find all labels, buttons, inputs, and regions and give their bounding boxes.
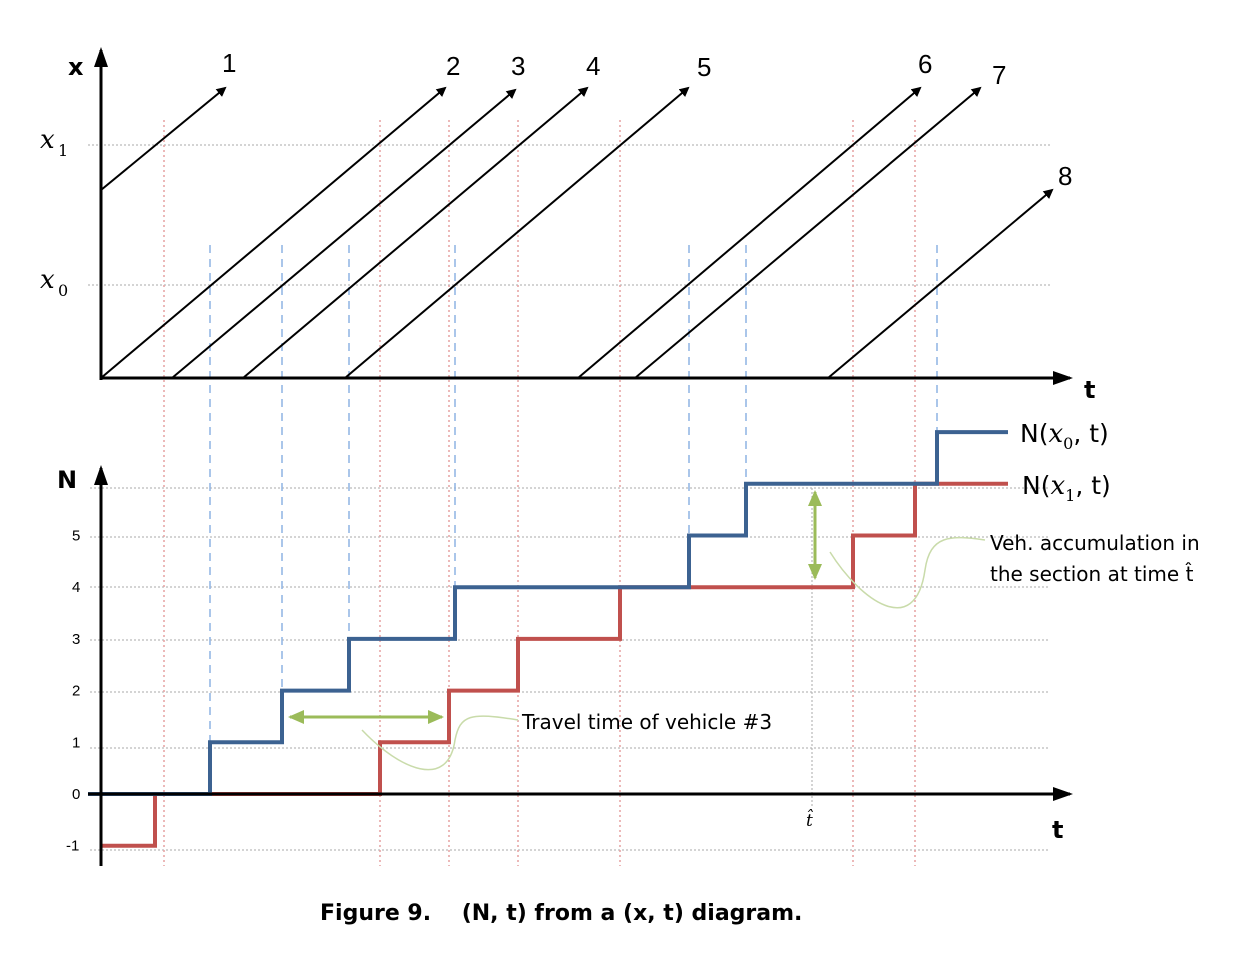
vehicle-trajectory [577, 86, 922, 379]
vehicle-trajectory [634, 86, 982, 379]
accumulation-annotation-line1: Veh. accumulation in [990, 531, 1200, 555]
x-axis-label: x [68, 53, 84, 81]
vehicle-trajectory [242, 86, 589, 379]
vehicle-trajectory [100, 86, 447, 379]
level-x0-label: x 0 [40, 265, 68, 300]
curve-n-x0 [88, 430, 1008, 796]
level-x1-label: x 1 [40, 125, 68, 160]
n-tick-label: 5 [72, 528, 80, 545]
vehicle-trajectory [344, 86, 690, 379]
vehicle-label: 5 [697, 52, 711, 82]
n-tick-label: 4 [72, 579, 80, 596]
svg-text:0: 0 [58, 281, 68, 300]
vehicle-labels: 1 2 3 4 5 6 7 8 [222, 48, 1072, 191]
accumulation-callout [829, 536, 986, 609]
svg-text:x: x [40, 265, 55, 295]
vehicle-trajectory [100, 86, 227, 191]
accumulation-annotation-line2: the section at time t̂ [990, 562, 1194, 586]
n-tick-label: 0 [72, 786, 80, 803]
n-tick-label: -1 [66, 838, 79, 855]
vehicle-label: 4 [586, 51, 600, 81]
vehicle-label: 1 [222, 48, 236, 78]
cumulative-curves [88, 430, 1008, 848]
svg-text:N(x1, t): N(x1, t) [1022, 471, 1111, 505]
svg-text:N(x0, t): N(x0, t) [1020, 419, 1109, 453]
t-hat-label: t̂ [806, 809, 813, 831]
vehicle-label: 2 [446, 51, 460, 81]
vehicle-label: 8 [1058, 161, 1072, 191]
guide-lines [163, 120, 938, 866]
n-tick-label: 2 [72, 683, 80, 700]
n-tick-label: 3 [72, 631, 80, 648]
n-tick-label: 1 [72, 734, 80, 751]
bottom-t-axis-label: t [1052, 816, 1063, 844]
n-axis-ticks: 5 4 3 2 1 0 -1 [66, 528, 80, 855]
travel-time-callout [361, 715, 519, 771]
svg-text:1: 1 [58, 141, 68, 160]
travel-time-annotation: Travel time of vehicle #3 [521, 710, 772, 734]
svg-text:x: x [40, 125, 55, 155]
vehicle-trajectory [171, 88, 517, 379]
curve-n-x1 [101, 481, 1008, 848]
vehicle-trajectories [100, 86, 1054, 379]
figure-caption: Figure 9. (N, t) from a (x, t) diagram. [320, 901, 802, 926]
top-t-axis-label: t [1084, 376, 1095, 404]
curve-x1-label: N(x1, t) [1022, 471, 1111, 505]
n-axis-label: N [57, 466, 77, 494]
vehicle-label: 3 [511, 51, 525, 81]
vehicle-label: 7 [992, 60, 1006, 90]
curve-x0-label: N(x0, t) [1020, 419, 1109, 453]
vehicle-trajectory [827, 188, 1054, 379]
vehicle-label: 6 [918, 49, 932, 79]
